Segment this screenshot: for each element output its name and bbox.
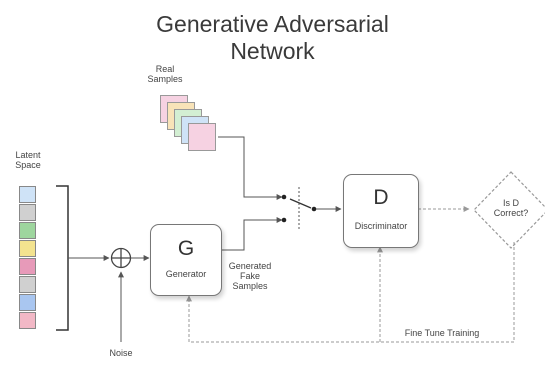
noise-label: Noise: [109, 348, 133, 358]
generator-letter: G: [177, 237, 195, 260]
latent-cell: [19, 258, 36, 275]
discriminator-name: Discriminator: [354, 221, 408, 231]
latent-space-label: Latent Space: [6, 150, 50, 170]
decision-line2: Correct?: [493, 208, 529, 218]
real-sample-card: [188, 123, 216, 151]
discriminator-box: D Discriminator: [343, 174, 419, 248]
discriminator-letter: D: [373, 186, 389, 209]
latent-cell: [19, 294, 36, 311]
generated-line3: Samples: [232, 281, 268, 291]
real-samples-line2: Samples: [147, 74, 183, 84]
latent-cell: [19, 204, 36, 221]
generated-line2: Fake: [239, 271, 260, 281]
generator-box: G Generator: [150, 224, 222, 296]
decision-label: Is D Correct?: [486, 198, 536, 218]
generated-line1: Generated: [228, 261, 272, 271]
switch-lever: [289, 198, 312, 209]
generator-to-switch-arrow: [222, 217, 283, 251]
latent-cell: [19, 240, 36, 257]
latent-bracket: [56, 185, 69, 331]
decision-line1: Is D: [502, 198, 519, 208]
real-samples-line1: Real: [155, 64, 175, 74]
fine-tune-training-label: Fine Tune Training: [404, 328, 480, 338]
generator-name: Generator: [165, 269, 207, 279]
latent-cell: [19, 276, 36, 293]
diagram-title-line1: Generative Adversarial: [156, 11, 389, 37]
latent-cell: [19, 312, 36, 329]
real-samples-label: Real Samples: [140, 64, 190, 84]
latent-cell: [19, 222, 36, 239]
real-to-switch-arrow: [218, 136, 283, 200]
latent-label-line2: Space: [15, 160, 41, 170]
latent-label-line1: Latent: [15, 150, 41, 160]
diagram-title-line2: Network: [230, 38, 315, 64]
decision-diamond: [473, 171, 545, 249]
latent-cell: [19, 186, 36, 203]
generated-fake-samples-label: Generated Fake Samples: [222, 261, 278, 291]
feedback-loop-line: [186, 242, 515, 343]
